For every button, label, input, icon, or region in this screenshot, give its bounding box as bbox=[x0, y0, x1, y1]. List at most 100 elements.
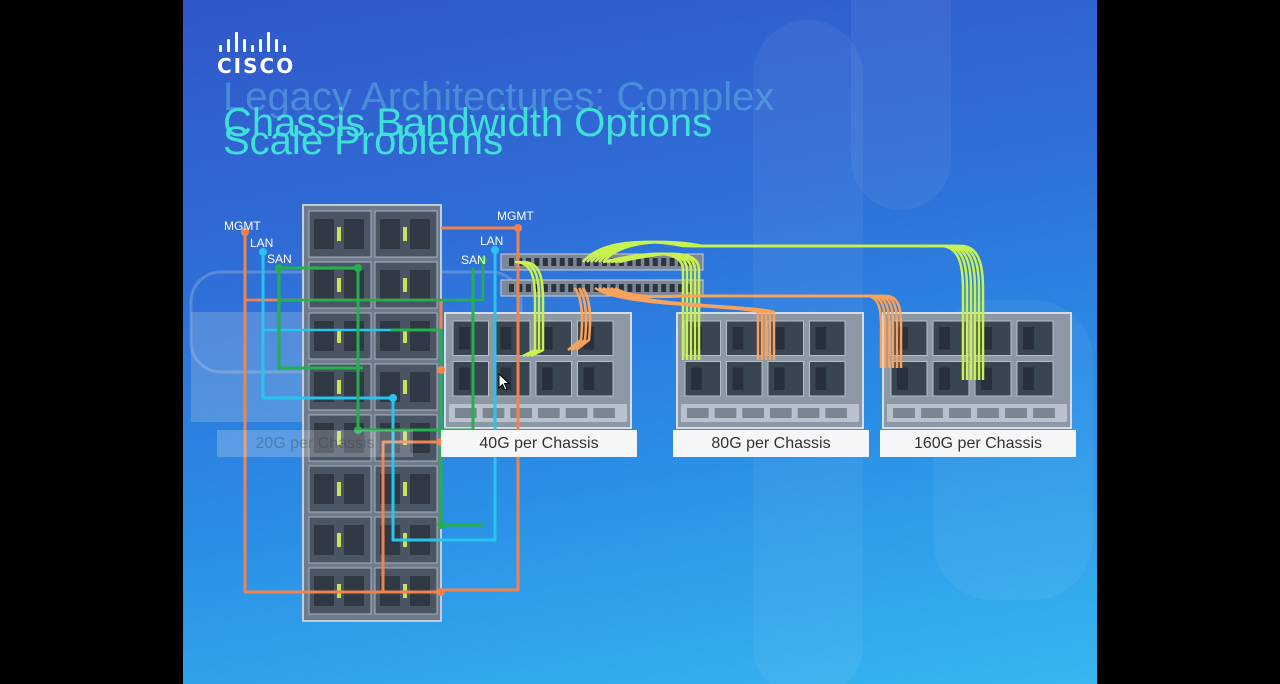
lan-label-right: LAN bbox=[480, 234, 504, 248]
blade-fan bbox=[774, 327, 785, 350]
blade-fan bbox=[939, 327, 950, 350]
switch-port bbox=[542, 284, 548, 292]
blade-slot bbox=[1016, 361, 1054, 397]
blade-slot bbox=[726, 361, 763, 397]
rack-led bbox=[403, 482, 407, 496]
blade-fan bbox=[500, 367, 512, 390]
uplink-cable-40g bbox=[522, 260, 545, 358]
switch-port bbox=[551, 284, 557, 292]
blade-fan bbox=[815, 327, 827, 350]
switch-port bbox=[635, 258, 641, 266]
slide-title-line2: Scale Problems bbox=[223, 119, 504, 163]
rack-fan bbox=[380, 525, 400, 555]
port-dot bbox=[259, 248, 267, 256]
rack-fan bbox=[314, 321, 334, 351]
rack-fan bbox=[314, 219, 334, 249]
switch-port bbox=[686, 284, 692, 292]
port-dot bbox=[354, 264, 362, 272]
switch-port bbox=[644, 258, 650, 266]
blade-fan bbox=[981, 327, 992, 350]
rack-led bbox=[403, 431, 407, 445]
port-dot bbox=[514, 224, 522, 232]
switch-port bbox=[669, 258, 675, 266]
blade-slot bbox=[577, 320, 614, 356]
switch-port bbox=[576, 258, 582, 266]
blade-fan bbox=[459, 367, 470, 390]
blade-slot bbox=[452, 361, 489, 397]
switch-port bbox=[525, 284, 531, 292]
blade-slot bbox=[684, 361, 721, 397]
blade-fan bbox=[897, 367, 908, 390]
blade-fan bbox=[542, 327, 553, 350]
lan-label-left: LAN bbox=[250, 236, 274, 250]
presentation-slide: CISCO Legacy Architectures: Complex Chas… bbox=[183, 0, 1097, 684]
rack-fan bbox=[314, 270, 334, 300]
uplink-cable-40g-b bbox=[567, 287, 584, 351]
blade-slot bbox=[494, 320, 531, 356]
rack-fan bbox=[380, 270, 400, 300]
rack-led bbox=[337, 329, 341, 343]
rack-fan bbox=[344, 270, 364, 300]
blade-fan bbox=[691, 327, 702, 350]
rack-led bbox=[403, 329, 407, 343]
switch-port bbox=[509, 258, 514, 266]
switch-port bbox=[542, 258, 548, 266]
blade-fan bbox=[542, 367, 553, 390]
blade-slot bbox=[535, 361, 572, 397]
chassis-psu bbox=[825, 408, 847, 418]
chassis-psu bbox=[949, 408, 971, 418]
uplink-cable-160g-b bbox=[614, 286, 903, 368]
blade-fan bbox=[583, 367, 595, 390]
mgmt-cable bbox=[381, 440, 441, 592]
chassis-psu bbox=[1005, 408, 1027, 418]
logo-wordmark: CISCO bbox=[217, 54, 296, 78]
blade-slot bbox=[809, 320, 846, 356]
uplink-cable-40g-b bbox=[571, 287, 588, 351]
san-cable bbox=[277, 268, 363, 370]
rack-led bbox=[337, 482, 341, 496]
cisco-bridge-icon bbox=[217, 30, 295, 52]
rack-led bbox=[403, 380, 407, 394]
blade-fan bbox=[1023, 327, 1034, 350]
switch-port bbox=[568, 258, 574, 266]
switch-port bbox=[568, 284, 574, 292]
rack-led bbox=[337, 533, 341, 547]
chassis-psu bbox=[1033, 408, 1055, 418]
rack-led bbox=[403, 278, 407, 292]
chassis-psu bbox=[770, 408, 792, 418]
blade-fan bbox=[815, 367, 827, 390]
switch-port bbox=[627, 258, 633, 266]
rack-fan bbox=[314, 372, 334, 402]
uplink-cable-80g bbox=[618, 252, 701, 360]
switch-port bbox=[635, 284, 641, 292]
switch-port bbox=[652, 284, 658, 292]
blade-fan bbox=[732, 327, 744, 350]
rack-fan bbox=[410, 270, 430, 300]
san-cable bbox=[279, 260, 485, 302]
rack-led bbox=[337, 278, 341, 292]
chassis-psu bbox=[893, 408, 915, 418]
rack-fan bbox=[344, 321, 364, 351]
blade-fan bbox=[691, 367, 702, 390]
chassis-label-80g: 80G per Chassis bbox=[673, 430, 869, 457]
switch-port bbox=[618, 284, 624, 292]
port-dot bbox=[491, 246, 499, 254]
blade-fan bbox=[1023, 367, 1034, 390]
chassis-label-160g: 160G per Chassis bbox=[880, 430, 1076, 457]
san-label-left: SAN bbox=[267, 252, 292, 266]
rack-fan bbox=[410, 372, 430, 402]
blade-fan bbox=[774, 367, 785, 390]
port-dot bbox=[241, 228, 249, 236]
chassis-psu bbox=[510, 408, 532, 418]
chassis-psu bbox=[538, 408, 560, 418]
rack-fan bbox=[410, 474, 430, 504]
blade-slot bbox=[809, 361, 846, 397]
blade-fan bbox=[459, 327, 470, 350]
rack-fan bbox=[314, 423, 334, 453]
switch-port bbox=[627, 284, 633, 292]
rack-fan bbox=[314, 525, 334, 555]
port-dot bbox=[437, 366, 445, 374]
mgmt-cable bbox=[243, 232, 441, 594]
switch-port bbox=[661, 284, 667, 292]
switch-port bbox=[585, 284, 591, 292]
